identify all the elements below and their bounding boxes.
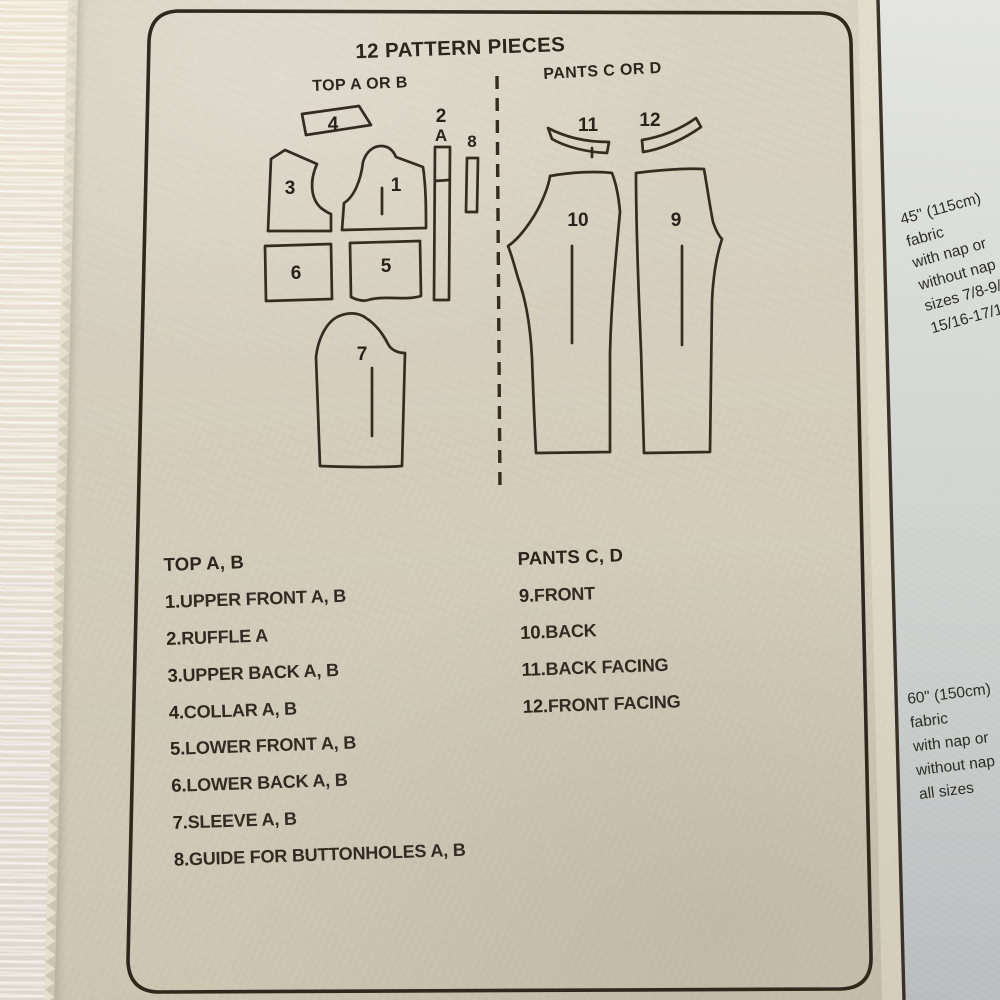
item-number: 7.	[172, 811, 189, 834]
piece-number-2: 2	[436, 106, 447, 127]
piece-7-sleeve-outline	[314, 312, 407, 469]
piece-10-pants-back-outline	[506, 170, 622, 455]
piece-number-3: 3	[285, 178, 296, 199]
item-label: FRONT FACING	[547, 690, 681, 716]
item-number: 3.	[167, 664, 183, 686]
piece-number-12: 12	[639, 110, 660, 131]
item-number: 12.	[522, 694, 549, 717]
sheet-edge-highlight	[858, 0, 903, 1000]
item-number: 9.	[518, 584, 535, 606]
dashed-divider-line	[495, 75, 502, 493]
piece-11-back-facing-outline	[546, 126, 611, 155]
piece-number-5: 5	[381, 256, 392, 277]
pattern-list-item: 9.FRONT	[518, 572, 677, 614]
item-label: RUFFLE A	[180, 625, 269, 649]
item-number: 11.	[521, 657, 546, 680]
pattern-list-item: 12.FRONT FACING	[522, 683, 681, 725]
piece-letter-a: A	[435, 126, 447, 145]
piece-1-upper-front-outline	[340, 144, 428, 232]
top-section-heading: TOP A OR B	[312, 74, 409, 95]
piece-6-lower-back-outline	[263, 242, 334, 303]
piece-number-11: 11	[578, 115, 599, 136]
piece-2-crossline	[433, 178, 451, 183]
pattern-list-item: 11.BACK FACING	[521, 646, 680, 688]
item-label: BACK FACING	[545, 654, 669, 679]
piece-8-guide-outline	[464, 156, 480, 214]
fabric-note-60in: 60" (150cm) fabric with nap or without n…	[906, 678, 1000, 807]
item-number: 10.	[519, 620, 546, 643]
item-number: 4.	[168, 700, 185, 723]
item-label: SLEEVE A, B	[187, 808, 298, 833]
piece-9-pants-front-outline	[634, 167, 724, 455]
piece-number-1: 1	[391, 175, 402, 196]
item-number: 6.	[170, 774, 187, 797]
printed-border-box	[126, 9, 873, 994]
piece-number-4: 4	[328, 114, 339, 135]
item-number: 8.	[173, 848, 190, 870]
item-label: GUIDE FOR BUTTONHOLES A, B	[188, 839, 466, 870]
item-label: LOWER FRONT A, B	[184, 732, 357, 759]
piece-number-7: 7	[357, 344, 368, 365]
piece-4-collar-outline	[300, 104, 373, 137]
item-label: UPPER FRONT A, B	[179, 585, 347, 612]
pants-pieces-list: PANTS C, D 9.FRONT 10.BACK 11.BACK FACIN…	[517, 535, 681, 725]
piece-number-9: 9	[671, 210, 682, 231]
item-label: UPPER BACK A, B	[182, 659, 340, 686]
piece-12-front-facing-outline	[640, 116, 703, 154]
item-label: FRONT	[533, 583, 596, 606]
item-number: 2.	[165, 627, 182, 649]
sheet-edge-line	[876, 0, 906, 1000]
pants-list-heading: PANTS C, D	[517, 544, 624, 569]
item-number: 5.	[169, 737, 186, 760]
piece-number-10: 10	[567, 210, 588, 231]
piece-3-upper-back-outline	[266, 148, 333, 233]
item-number: 1.	[164, 590, 181, 612]
piece-number-8: 8	[467, 132, 476, 151]
pattern-list-item: 10.BACK	[520, 609, 679, 651]
item-label: BACK	[544, 620, 597, 642]
item-label: COLLAR A, B	[183, 697, 298, 722]
top-pieces-list: TOP A, B 1.UPPER FRONT A, B 2.RUFFLE A 3…	[163, 537, 466, 879]
piece-5-lower-front-outline	[348, 239, 423, 303]
piece-number-6: 6	[291, 263, 302, 284]
item-label: LOWER BACK A, B	[186, 770, 348, 796]
piece-2-ruffle-outline	[432, 145, 452, 302]
